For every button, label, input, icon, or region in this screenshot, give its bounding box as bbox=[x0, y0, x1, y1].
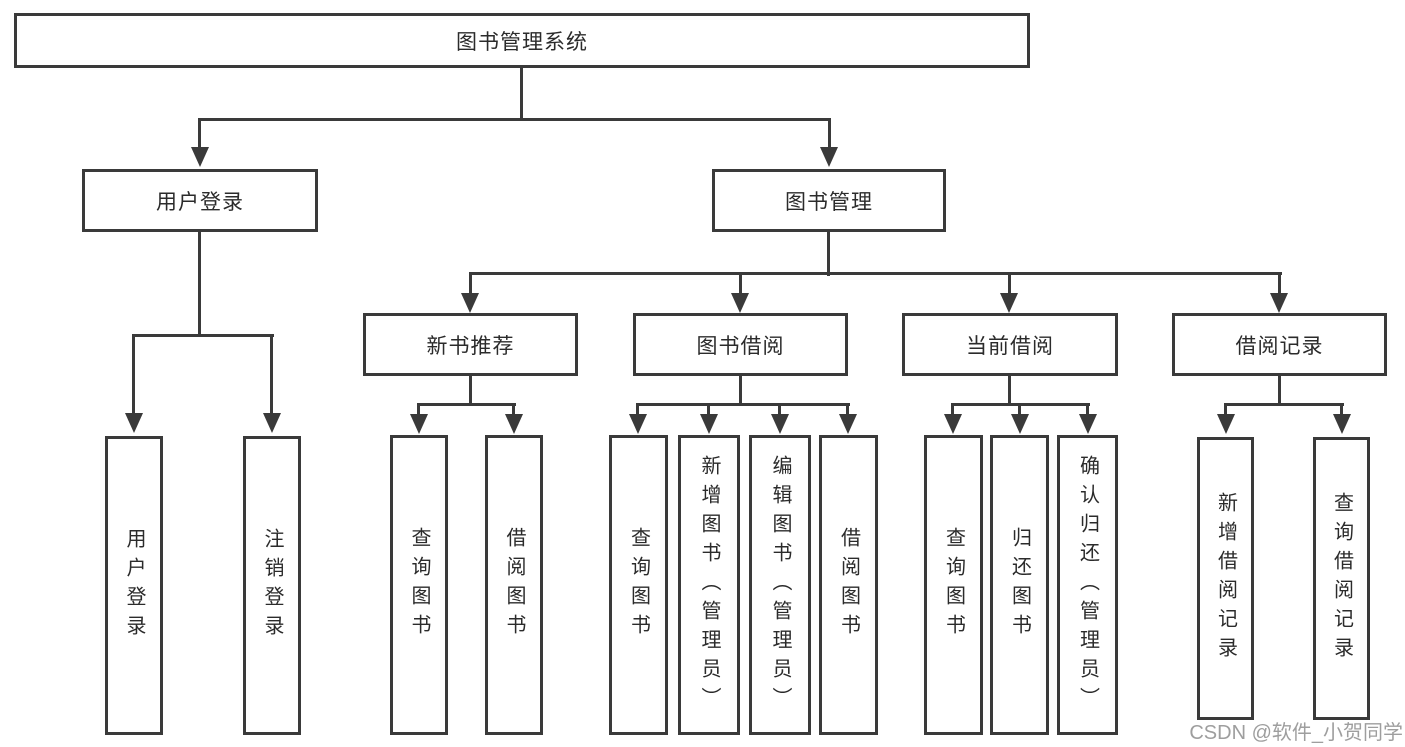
arrow-down-icon bbox=[820, 147, 838, 167]
arrow-down-icon bbox=[1217, 414, 1235, 434]
connector-stem bbox=[951, 405, 954, 417]
arrow-down-icon bbox=[700, 414, 718, 434]
connector-book-mgmt-stub bbox=[827, 232, 830, 276]
arrow-down-icon bbox=[1000, 293, 1018, 313]
connector-split bbox=[417, 403, 516, 406]
leaf-borrow-books-borrow: 借阅图书 bbox=[819, 435, 878, 735]
connector-stem bbox=[512, 405, 515, 417]
connector-split bbox=[636, 403, 850, 406]
arrow-down-icon bbox=[191, 147, 209, 167]
node-book-management: 图书管理 bbox=[712, 169, 946, 232]
leaf-edit-book-admin: 编辑图书（管理员） bbox=[749, 435, 811, 735]
node-new-book-recommendation: 新书推荐 bbox=[363, 313, 578, 376]
leaf-add-borrow-record: 新增借阅记录 bbox=[1197, 437, 1254, 720]
connector-stem bbox=[707, 405, 710, 417]
csdn-watermark: CSDN @软件_小贺同学 bbox=[1189, 722, 1403, 744]
arrow-down-icon bbox=[944, 414, 962, 434]
arrow-down-icon bbox=[410, 414, 428, 434]
leaf-query-borrow-record: 查询借阅记录 bbox=[1313, 437, 1370, 720]
arrow-down-icon bbox=[1079, 414, 1097, 434]
node-current-borrowing: 当前借阅 bbox=[902, 313, 1118, 376]
arrow-down-icon bbox=[839, 414, 857, 434]
connector-stem bbox=[1224, 405, 1227, 417]
connector-stem bbox=[1340, 405, 1343, 417]
arrow-down-icon bbox=[263, 413, 281, 433]
arrow-down-icon bbox=[1011, 414, 1029, 434]
connector-stem bbox=[828, 120, 831, 150]
leaf-query-books-current: 查询图书 bbox=[924, 435, 983, 735]
connector-stem bbox=[1008, 274, 1011, 296]
leaf-query-books-borrow: 查询图书 bbox=[609, 435, 668, 735]
connector-root-stub bbox=[520, 68, 523, 120]
connector-stem bbox=[132, 336, 135, 414]
connector-stem bbox=[739, 274, 742, 296]
connector-stub bbox=[1278, 376, 1281, 405]
leaf-borrow-books-recommend: 借阅图书 bbox=[485, 435, 543, 735]
connector-stem bbox=[417, 405, 420, 417]
connector-root-split bbox=[198, 118, 831, 121]
node-borrowing-records: 借阅记录 bbox=[1172, 313, 1387, 376]
connector-split bbox=[1224, 403, 1344, 406]
connector-stub bbox=[739, 376, 742, 405]
connector-split bbox=[951, 403, 1090, 406]
arrow-down-icon bbox=[1333, 414, 1351, 434]
leaf-add-book-admin: 新增图书（管理员） bbox=[678, 435, 740, 735]
connector-stem bbox=[1018, 405, 1021, 417]
arrow-down-icon bbox=[461, 293, 479, 313]
connector-stub bbox=[469, 376, 472, 405]
leaf-confirm-return-admin: 确认归还（管理员） bbox=[1057, 435, 1118, 735]
node-book-borrowing: 图书借阅 bbox=[633, 313, 848, 376]
arrow-down-icon bbox=[125, 413, 143, 433]
connector-stem bbox=[778, 405, 781, 417]
connector-user-login-stub bbox=[198, 232, 201, 336]
connector-stem bbox=[1086, 405, 1089, 417]
connector-user-login-split bbox=[132, 334, 274, 337]
node-library-management-system: 图书管理系统 bbox=[14, 13, 1030, 68]
leaf-user-login: 用户登录 bbox=[105, 436, 163, 735]
connector-stem bbox=[1278, 274, 1281, 296]
leaf-query-books-recommend: 查询图书 bbox=[390, 435, 448, 735]
connector-stem bbox=[846, 405, 849, 417]
connector-stem bbox=[469, 274, 472, 296]
connector-book-mgmt-split bbox=[469, 272, 1282, 275]
connector-stub bbox=[1008, 376, 1011, 405]
connector-stem bbox=[198, 120, 201, 150]
leaf-return-book: 归还图书 bbox=[990, 435, 1049, 735]
connector-stem bbox=[270, 336, 273, 414]
arrow-down-icon bbox=[771, 414, 789, 434]
leaf-logout: 注销登录 bbox=[243, 436, 301, 735]
node-user-login: 用户登录 bbox=[82, 169, 318, 232]
arrow-down-icon bbox=[731, 293, 749, 313]
connector-stem bbox=[636, 405, 639, 417]
arrow-down-icon bbox=[505, 414, 523, 434]
arrow-down-icon bbox=[1270, 293, 1288, 313]
arrow-down-icon bbox=[629, 414, 647, 434]
